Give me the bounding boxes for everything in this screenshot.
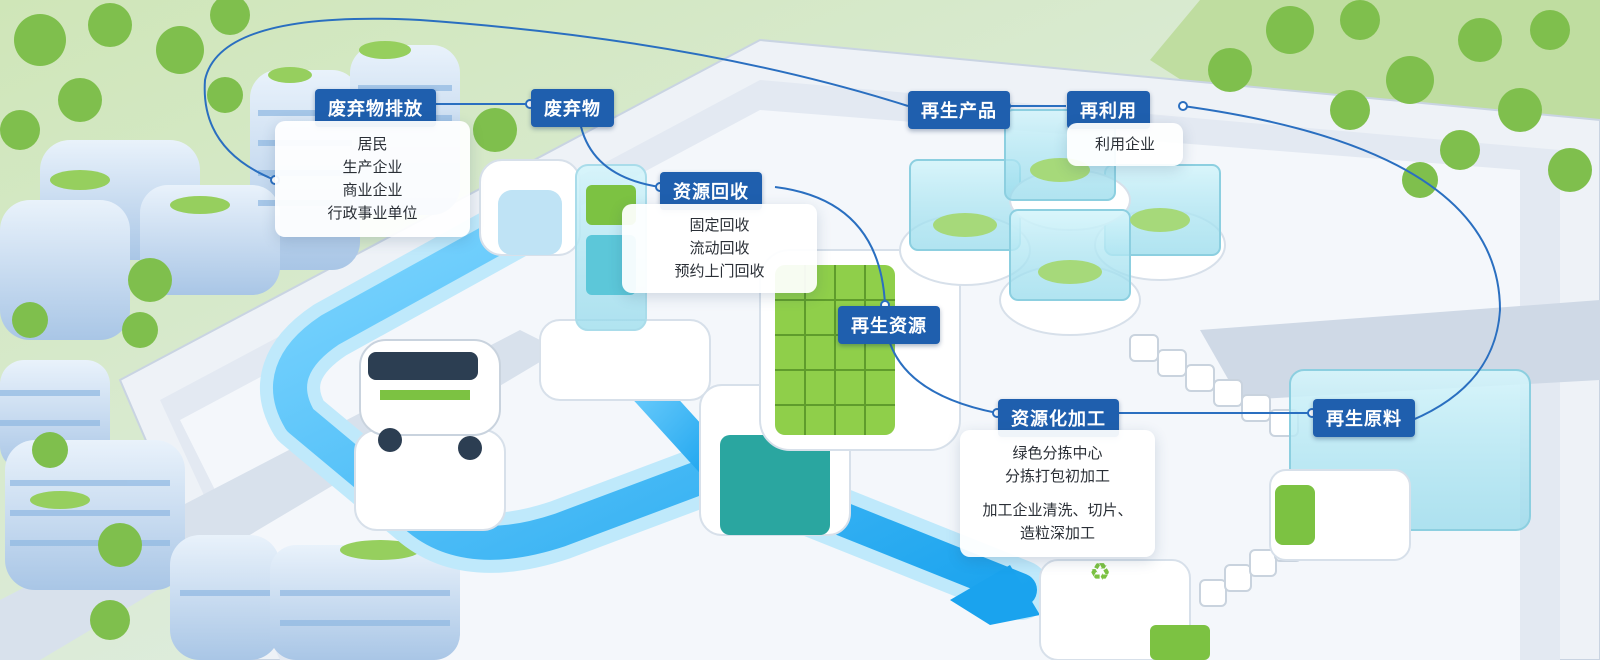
recycling-tag: 资源回收 — [660, 172, 762, 210]
reuse-tag: 再利用 — [1067, 91, 1150, 129]
discharge-item: 商业企业 — [342, 181, 403, 199]
processing-item: 造粒深加工 — [1019, 524, 1095, 542]
discharge-card: 居民 生产企业 商业企业 行政事业单位 — [275, 121, 470, 237]
discharge-tag: 废弃物排放 — [315, 89, 436, 127]
renewable-material-tag: 再生原料 — [1313, 399, 1415, 437]
reuse-item: 利用企业 — [1094, 135, 1155, 153]
recycling-item: 流动回收 — [689, 239, 750, 257]
processing-item: 加工企业清洗、切片、 — [982, 501, 1133, 519]
waste-tag: 废弃物 — [531, 89, 614, 127]
processing-item: 分拣打包初加工 — [1004, 467, 1110, 485]
recycling-card: 固定回收 流动回收 预约上门回收 — [622, 204, 817, 293]
discharge-item: 行政事业单位 — [327, 204, 418, 222]
processing-item: 绿色分拣中心 — [1012, 444, 1103, 462]
svg-text:♻: ♻ — [1089, 558, 1111, 586]
recycling-item: 固定回收 — [689, 216, 750, 234]
processing-card: 绿色分拣中心 分拣打包初加工 加工企业清洗、切片、 造粒深加工 — [960, 430, 1155, 557]
renewable-product-tag: 再生产品 — [908, 91, 1010, 129]
recycling-item: 预约上门回收 — [674, 262, 765, 280]
reuse-card: 利用企业 — [1067, 123, 1183, 166]
discharge-item: 居民 — [357, 135, 388, 153]
renewable-resource-tag: 再生资源 — [838, 306, 940, 344]
discharge-item: 生产企业 — [342, 158, 403, 176]
